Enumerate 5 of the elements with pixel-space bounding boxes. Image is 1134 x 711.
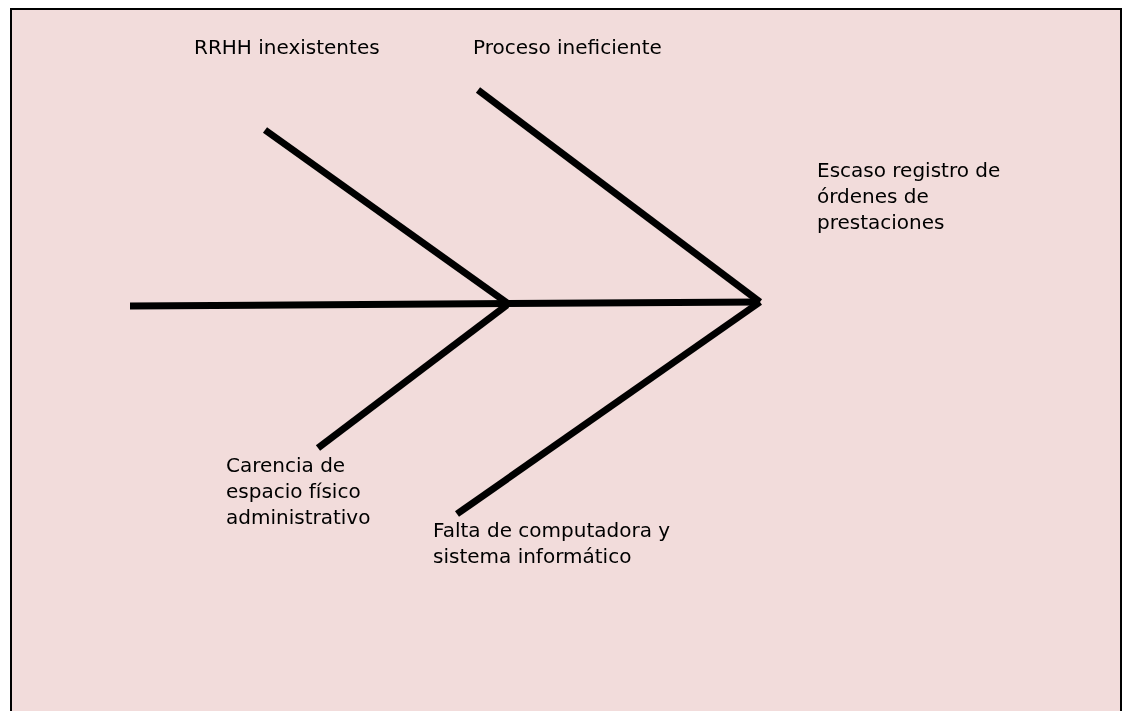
cause-label: RRHH inexistentes (194, 34, 381, 60)
cause-label: Carencia de espacio físico administrativo (226, 452, 372, 530)
cause-label: Falta de computadora y sistema informático (433, 517, 672, 569)
effect-label: Escaso registro de órdenes de prestaciones (817, 157, 1002, 235)
cause-label: Proceso ineficiente (473, 34, 663, 60)
